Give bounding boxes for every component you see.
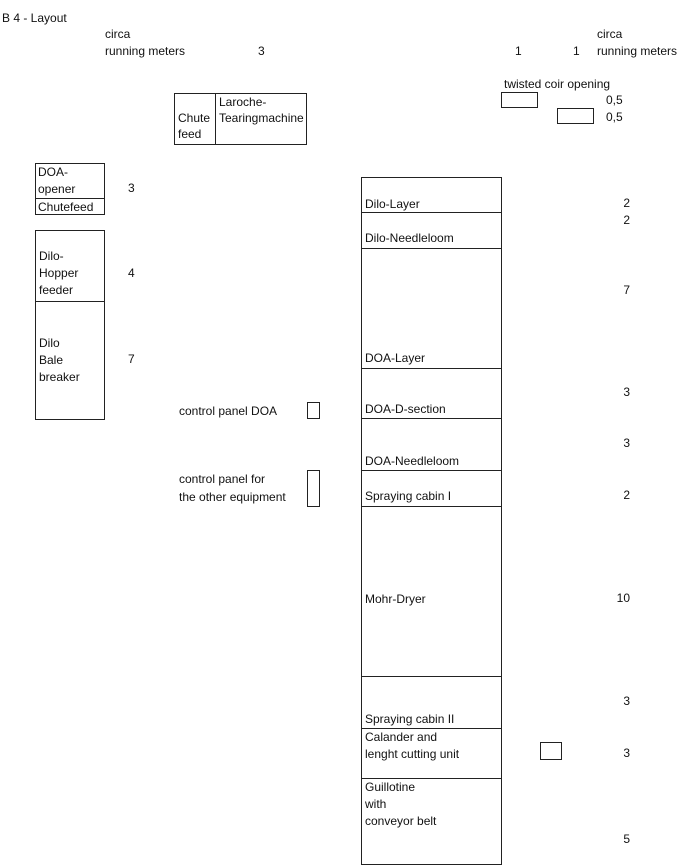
running-meters-left-value: 3 <box>258 44 265 58</box>
line-section-divider <box>361 368 502 369</box>
column-value-2: 1 <box>573 44 580 58</box>
line-section-label: lenght cutting unit <box>365 747 460 761</box>
line-section-label: DOA-D-section <box>365 402 446 416</box>
line-section-label: with <box>365 797 387 811</box>
hopper-label-3: feeder <box>39 283 74 297</box>
doa-opener-divider <box>36 198 104 199</box>
line-section-value: 10 <box>616 591 630 605</box>
laroche-name-label-2: Tearingmachine <box>219 111 304 125</box>
hopper-label-1: Dilo- <box>39 249 64 263</box>
line-section-value: 7 <box>623 283 630 297</box>
line-section-divider <box>361 506 502 507</box>
running-meters-left-label: running meters <box>105 44 186 58</box>
laroche-name-label-1: Laroche- <box>219 95 267 109</box>
doa-opener-box: DOA- opener Chutefeed <box>35 163 105 215</box>
twisted-coir-opening-label: twisted coir opening <box>504 77 611 91</box>
control-panel-doa-label: control panel DOA <box>179 404 278 418</box>
laroche-divider <box>215 93 216 145</box>
hopper-value: 4 <box>128 266 135 280</box>
laroche-chute-label: Chute <box>178 111 211 125</box>
coir-value-2: 0,5 <box>606 110 623 124</box>
line-section-value: 3 <box>623 746 630 760</box>
line-section-label: Guillotine <box>365 780 416 794</box>
line-section-value: 3 <box>623 436 630 450</box>
coir-opening-box-1 <box>501 92 538 108</box>
bale-label-2: Bale <box>39 353 64 367</box>
line-section-value: 2 <box>623 213 630 227</box>
bale-value: 7 <box>128 352 135 366</box>
column-value-1: 1 <box>515 44 522 58</box>
line-section-divider <box>361 248 502 249</box>
line-section-divider <box>361 470 502 471</box>
laroche-feed-label: feed <box>178 127 202 141</box>
bale-label-1: Dilo <box>39 336 60 350</box>
line-section-label: Spraying cabin II <box>365 712 455 726</box>
laroche-machine-box: Chute feed Laroche- Tearingmachine <box>174 93 307 145</box>
line-section-label: conveyor belt <box>365 814 437 828</box>
doa-opener-label-1: DOA- <box>38 165 68 179</box>
calander-side-box <box>540 742 562 760</box>
line-section-label: DOA-Needleloom <box>365 454 460 468</box>
line-section-label: Calander and <box>365 730 438 744</box>
hopper-bale-divider <box>36 301 104 302</box>
bale-label-3: breaker <box>39 370 80 384</box>
chutefeed-label: Chutefeed <box>38 200 94 214</box>
circa-right-label: circa <box>597 27 623 41</box>
control-panel-other-label-2: the other equipment <box>179 490 286 504</box>
line-section-value: 3 <box>623 694 630 708</box>
coir-value-1: 0,5 <box>606 93 623 107</box>
line-section-divider <box>361 676 502 677</box>
coir-opening-box-2 <box>557 108 594 124</box>
line-section-divider <box>361 778 502 779</box>
circa-left-label: circa <box>105 27 131 41</box>
line-section-divider <box>361 728 502 729</box>
production-line-column <box>361 177 502 865</box>
doa-opener-label-2: opener <box>38 182 76 196</box>
running-meters-right-label: running meters <box>597 44 678 58</box>
line-section-label: Mohr-Dryer <box>365 592 426 606</box>
dilo-hopper-bale-box: Dilo- Hopper feeder Dilo Bale breaker <box>35 230 105 420</box>
control-panel-doa-box <box>307 402 320 419</box>
line-section-value: 2 <box>623 196 630 210</box>
line-section-label: DOA-Layer <box>365 351 426 365</box>
line-section-divider <box>361 212 502 213</box>
line-section-value: 2 <box>623 488 630 502</box>
page-title: B 4 - Layout <box>2 11 67 25</box>
hopper-label-2: Hopper <box>39 266 79 280</box>
line-section-label: Dilo-Needleloom <box>365 231 454 245</box>
line-section-value: 5 <box>623 832 630 846</box>
control-panel-other-label-1: control panel for <box>179 472 266 486</box>
line-section-value: 3 <box>623 385 630 399</box>
line-section-label: Dilo-Layer <box>365 197 420 211</box>
line-section-divider <box>361 418 502 419</box>
control-panel-other-box <box>307 470 320 507</box>
line-section-label: Spraying cabin I <box>365 489 452 503</box>
doa-opener-value: 3 <box>128 181 135 195</box>
